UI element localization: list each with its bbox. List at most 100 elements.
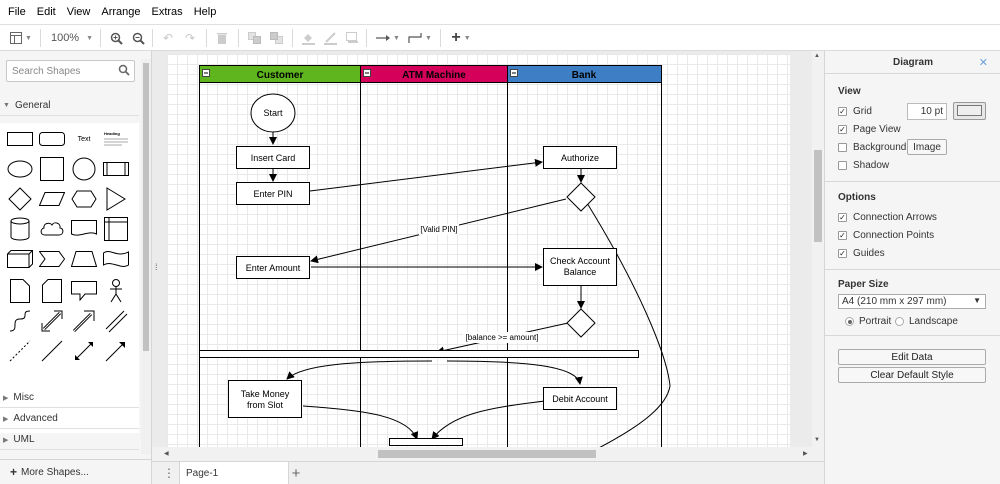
delete-icon[interactable] <box>214 29 230 47</box>
guides-option[interactable]: ✓ Guides <box>838 248 885 259</box>
step-shape[interactable] <box>37 244 67 274</box>
hexagon-shape[interactable] <box>69 184 99 214</box>
sidebar-scrollbar-thumb[interactable] <box>143 63 149 351</box>
curve-shape[interactable] <box>5 306 35 336</box>
lane-atm-machine[interactable]: ATM Machine <box>360 65 508 455</box>
trapezoid-shape[interactable] <box>69 244 99 274</box>
fork-bar[interactable] <box>199 350 639 358</box>
decision-pin-valid[interactable] <box>566 182 596 212</box>
background-checkbox[interactable] <box>838 143 847 152</box>
section-misc[interactable]: ▶ Misc <box>0 388 139 408</box>
page-view-icon[interactable]: ▼ <box>8 29 34 47</box>
dashed-line-shape[interactable] <box>5 336 35 366</box>
edge-fork-debit[interactable] <box>446 360 583 385</box>
actor-shape[interactable] <box>101 276 131 306</box>
triangle-shape[interactable] <box>101 184 131 214</box>
connection-arrows-option[interactable]: ✓ Connection Arrows <box>838 212 937 223</box>
section-general[interactable]: ▼ General <box>0 96 139 116</box>
canvas-vertical-scrollbar[interactable] <box>812 51 824 447</box>
redo-icon[interactable]: ↷ <box>184 31 196 45</box>
edit-data-button[interactable]: Edit Data <box>838 349 986 365</box>
edge-pin-authorize[interactable] <box>309 158 543 192</box>
connection-arrows-checkbox[interactable]: ✓ <box>838 213 847 222</box>
cube-shape[interactable] <box>5 244 35 274</box>
node-authorize[interactable]: Authorize <box>543 146 617 169</box>
sidebar-collapse-handle[interactable]: ⁞ <box>155 262 158 272</box>
directional-connector-shape[interactable] <box>101 336 131 366</box>
edge-label-balance[interactable]: [balance >= amount] <box>463 332 541 343</box>
diagram-canvas[interactable]: Customer ATM Machine Bank <box>152 51 824 461</box>
node-start[interactable]: Start <box>250 93 296 133</box>
node-take-money[interactable]: Take Money from Slot <box>228 380 302 418</box>
close-icon[interactable]: ✕ <box>978 57 988 69</box>
add-page-icon[interactable]: + <box>291 464 301 482</box>
rounded-rectangle-shape[interactable] <box>37 124 67 154</box>
background-option[interactable]: Background <box>838 142 906 153</box>
menu-help[interactable]: Help <box>193 6 217 18</box>
menu-file[interactable]: File <box>8 6 26 18</box>
join-bar[interactable] <box>389 438 463 446</box>
lane-bank[interactable]: Bank <box>507 65 662 455</box>
connection-points-checkbox[interactable]: ✓ <box>838 231 847 240</box>
background-image-button[interactable]: Image <box>907 139 947 155</box>
line-shape[interactable] <box>37 336 67 366</box>
bidirectional-arrow-shape[interactable] <box>37 306 67 336</box>
menu-view[interactable]: View <box>66 6 91 18</box>
cylinder-shape[interactable] <box>5 214 35 244</box>
shadow-icon[interactable] <box>344 29 360 47</box>
node-debit-account[interactable]: Debit Account <box>543 387 617 410</box>
cloud-shape[interactable] <box>37 214 67 244</box>
edge-fork-take-money[interactable] <box>286 360 433 380</box>
scroll-down-icon[interactable]: ▼ <box>814 437 820 443</box>
edge-label-valid-pin[interactable]: [Valid PIN] <box>419 224 459 235</box>
note-shape[interactable] <box>5 276 35 306</box>
grid-size-input[interactable]: 10 pt <box>907 103 947 120</box>
tape-shape[interactable] <box>101 244 131 274</box>
arrow-shape[interactable] <box>69 306 99 336</box>
portrait-option[interactable]: Portrait <box>845 316 891 327</box>
to-back-icon[interactable] <box>268 29 284 47</box>
paper-size-select[interactable]: A4 (210 mm x 297 mm) ▼ <box>838 294 986 309</box>
guides-checkbox[interactable]: ✓ <box>838 249 847 258</box>
diamond-shape[interactable] <box>5 184 35 214</box>
edge-debit-join[interactable] <box>431 400 546 440</box>
menu-extras[interactable]: Extras <box>151 6 183 18</box>
page-tab[interactable]: Page-1 <box>179 462 289 484</box>
more-shapes-button[interactable]: + More Shapes... <box>0 459 151 484</box>
rectangle-shape[interactable] <box>5 124 35 154</box>
line-color-icon[interactable] <box>322 29 338 47</box>
section-uml[interactable]: ▶ UML <box>0 430 139 450</box>
landscape-radio[interactable] <box>895 317 904 326</box>
ellipse-shape[interactable] <box>5 154 35 184</box>
node-enter-pin[interactable]: Enter PIN <box>236 182 310 205</box>
page-view-option[interactable]: ✓ Page View <box>838 124 901 135</box>
scroll-left-icon[interactable]: ◀ <box>164 451 169 457</box>
parallelogram-shape[interactable] <box>37 184 67 214</box>
zoom-out-icon[interactable] <box>130 29 146 47</box>
grid-checkbox[interactable]: ✓ <box>838 107 847 116</box>
search-icon[interactable] <box>118 64 130 79</box>
document-shape[interactable] <box>69 214 99 244</box>
connection-points-option[interactable]: ✓ Connection Points <box>838 230 934 241</box>
connection-icon[interactable]: ▼ <box>374 29 402 47</box>
page-menu-icon[interactable]: ⋮ <box>163 466 175 480</box>
edge-invalid-pin[interactable] <box>586 202 671 454</box>
edge-take-money-join[interactable] <box>302 405 419 440</box>
to-front-icon[interactable] <box>246 29 262 47</box>
decision-balance[interactable] <box>566 308 596 338</box>
landscape-option[interactable]: Landscape <box>895 316 958 327</box>
section-advanced[interactable]: ▶ Advanced <box>0 409 139 429</box>
shadow-option[interactable]: Shadow <box>838 160 889 171</box>
zoom-dropdown[interactable]: 100% ▼ <box>50 32 94 44</box>
callout-shape[interactable] <box>69 276 99 306</box>
node-enter-amount[interactable]: Enter Amount <box>236 256 310 279</box>
grid-option[interactable]: ✓ Grid <box>838 106 872 117</box>
internal-storage-shape[interactable] <box>101 214 131 244</box>
page-view-checkbox[interactable]: ✓ <box>838 125 847 134</box>
shadow-checkbox[interactable] <box>838 161 847 170</box>
canvas-vertical-scrollbar-thumb[interactable] <box>814 150 822 242</box>
node-insert-card[interactable]: Insert Card <box>236 146 310 169</box>
menu-arrange[interactable]: Arrange <box>101 6 141 18</box>
square-shape[interactable] <box>37 154 67 184</box>
clear-default-style-button[interactable]: Clear Default Style <box>838 367 986 383</box>
